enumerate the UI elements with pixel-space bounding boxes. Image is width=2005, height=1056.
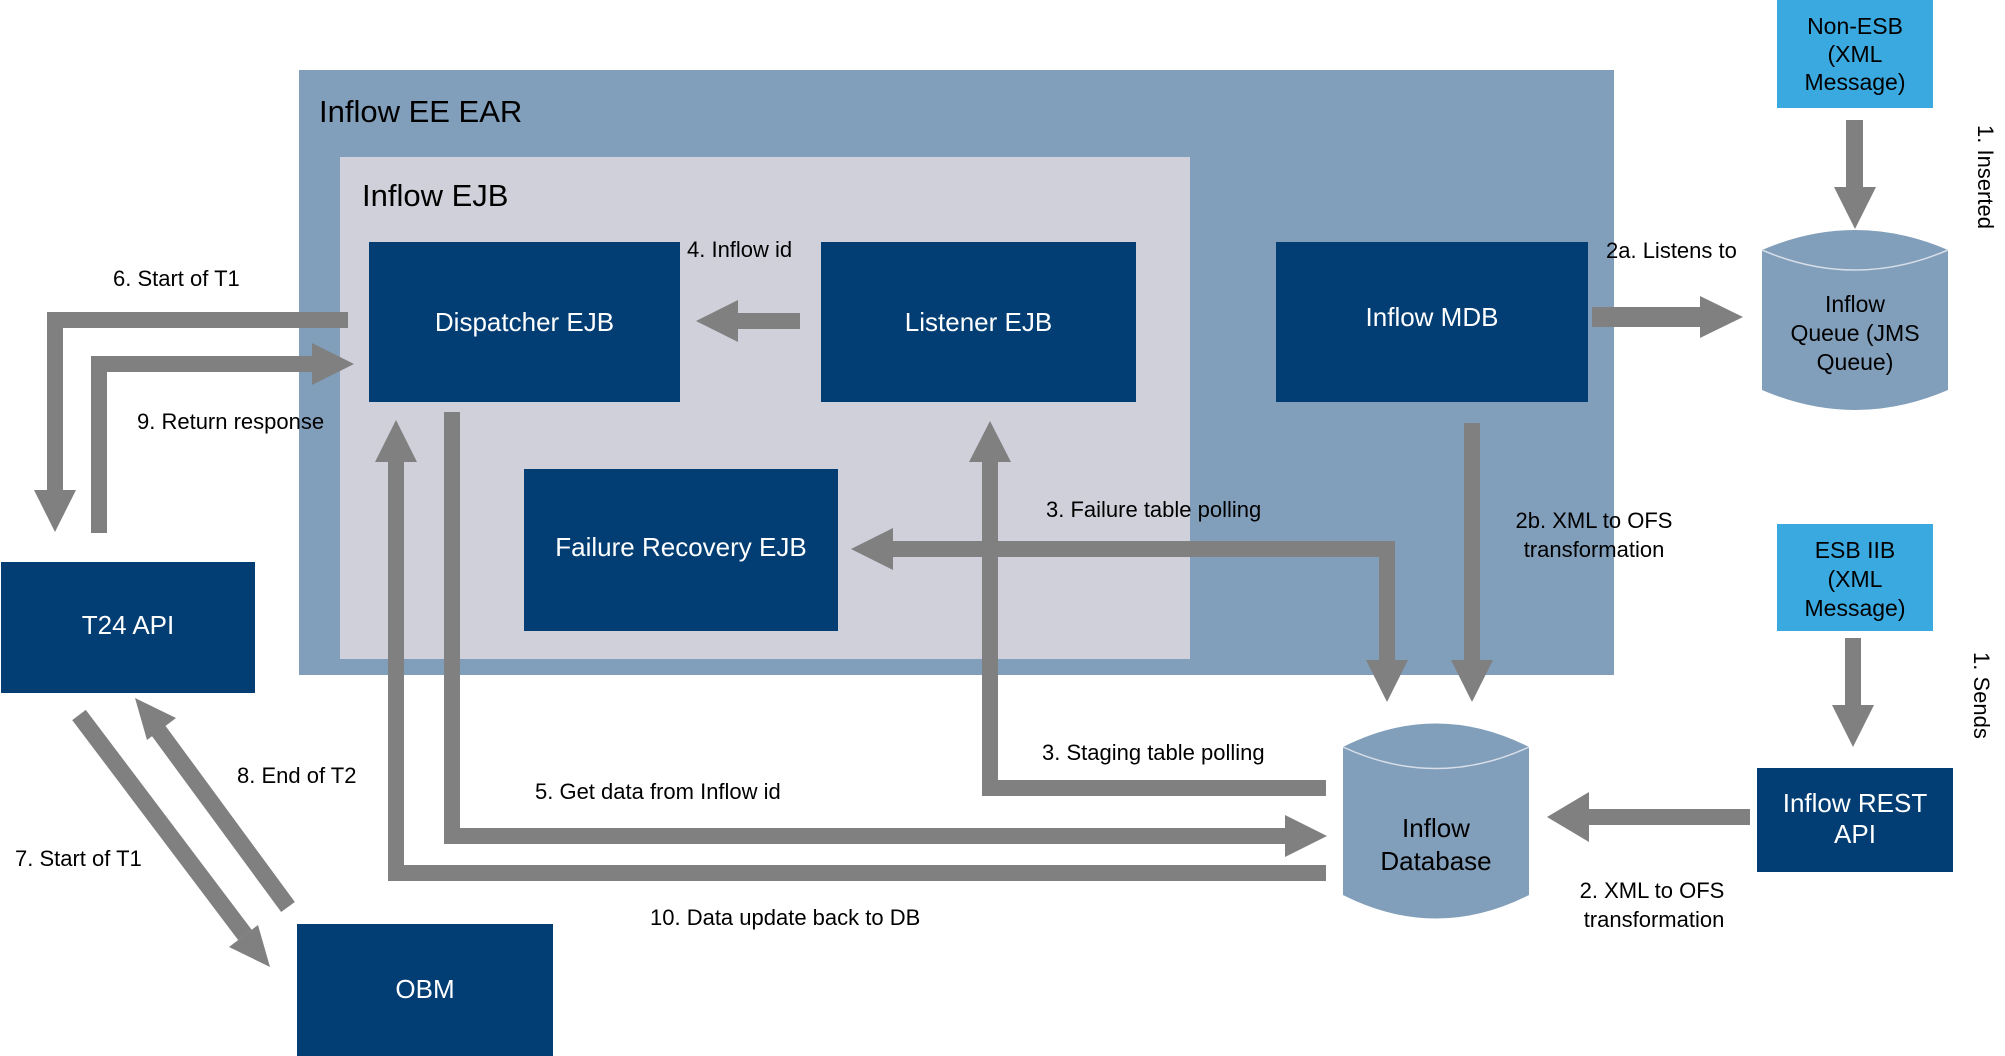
esb-iib-label-line2: (XML [1828,566,1883,592]
arrow-start-of-t1-7 [72,709,270,967]
label-2b-line2: transformation [1524,537,1665,562]
queue-label-line3: Queue) [1817,349,1894,375]
arrow-return-response [91,343,354,533]
failure-recovery-ejb-label: Failure Recovery EJB [555,532,806,562]
database-label-line1: Inflow [1402,813,1470,843]
inflow-queue-datastore[interactable]: Inflow Queue (JMS Queue) [1761,230,1949,410]
queue-cylinder-icon [1762,230,1948,410]
database-cylinder-icon [1343,723,1529,919]
esb-iib-label-line1: ESB IIB [1815,537,1896,563]
non-esb-label-line2: (XML [1828,41,1883,67]
esb-iib-source-box[interactable]: ESB IIB (XML Message) [1777,524,1933,631]
inflow-rest-api-label-line2: API [1834,819,1876,849]
label-return-response: 9. Return response [137,409,324,434]
inflow-rest-api-box[interactable]: Inflow REST API [1757,768,1953,872]
inflow-mdb-label: Inflow MDB [1366,302,1499,332]
obm-label: OBM [395,974,454,1004]
queue-label-line1: Inflow [1825,291,1885,317]
arrow-sends [1832,638,1874,747]
label-sends: 1. Sends [1969,652,1994,739]
inflow-rest-api-label-line1: Inflow REST [1783,788,1928,818]
dispatcher-ejb-label: Dispatcher EJB [435,307,614,337]
listener-ejb-box[interactable]: Listener EJB [821,242,1136,402]
t24-api-label: T24 API [82,610,175,640]
label-2b-line1: 2b. XML to OFS [1516,508,1673,533]
esb-iib-label-line3: Message) [1805,595,1906,621]
failure-recovery-ejb-box[interactable]: Failure Recovery EJB [524,469,838,631]
arrow-staging-table-polling [969,421,1326,796]
arrow-inflow-id [696,300,800,342]
label-end-of-t2: 8. End of T2 [237,763,356,788]
queue-label-line2: Queue (JMS [1790,320,1919,346]
label-2-line1: 2. XML to OFS [1580,878,1725,903]
label-2-line2: transformation [1584,907,1725,932]
label-get-data: 5. Get data from Inflow id [535,779,781,804]
database-label-line2: Database [1380,846,1491,876]
inflow-database-datastore[interactable]: Inflow Database [1342,723,1530,919]
label-failure-table-polling: 3. Failure table polling [1046,497,1261,522]
inflow-ejb-title: Inflow EJB [362,178,508,213]
non-esb-label-line1: Non-ESB [1807,13,1903,39]
label-staging-table-polling: 3. Staging table polling [1042,740,1265,765]
obm-box[interactable]: OBM [297,924,553,1056]
listener-ejb-label: Listener EJB [905,307,1052,337]
arrow-start-of-t1-6 [34,312,348,532]
label-inflow-id: 4. Inflow id [687,237,792,262]
label-start-of-t1-7: 7. Start of T1 [15,846,142,871]
t24-api-box[interactable]: T24 API [1,562,255,693]
arrow-failure-table-polling [851,528,1408,702]
label-listens-to: 2a. Listens to [1606,238,1737,263]
arrow-inserted [1834,120,1876,229]
non-esb-source-box[interactable]: Non-ESB (XML Message) [1777,0,1933,108]
arrow-xml-to-ofs [1547,792,1750,842]
arrow-end-of-t2 [135,698,295,913]
inflow-ee-ear-title: Inflow EE EAR [319,94,522,129]
label-data-update: 10. Data update back to DB [650,905,920,930]
label-start-of-t1-6: 6. Start of T1 [113,266,240,291]
non-esb-label-line3: Message) [1805,69,1906,95]
arrow-listens-to [1592,296,1743,338]
label-inserted: 1. Inserted [1973,125,1998,229]
inflow-mdb-box[interactable]: Inflow MDB [1276,242,1588,402]
arrow-xml-to-ofs-2b [1451,423,1493,702]
dispatcher-ejb-box[interactable]: Dispatcher EJB [369,242,680,402]
